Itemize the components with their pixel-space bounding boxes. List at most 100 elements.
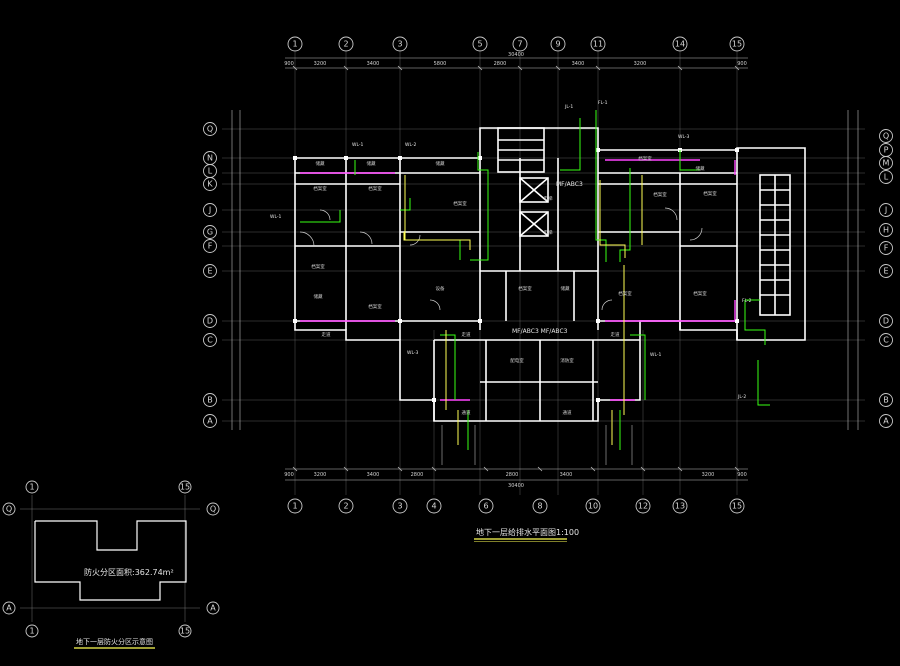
svg-text:档案室: 档案室 [311, 263, 325, 270]
axis-col-bottom-3: 3 [397, 502, 402, 511]
axis-row-left-K: K [207, 180, 213, 189]
inset-outline [34, 520, 187, 601]
room-labels: 储藏 储藏 储藏 档案室 档案室 档案室 档案室 储藏 档案室 设备 档案室 储… [311, 155, 717, 416]
axis-bubbles-left: Q N L K J G F E D C B A [203, 122, 217, 428]
axis-col-bottom-8: 8 [537, 502, 542, 511]
axis-row-left-C: C [207, 336, 213, 345]
axis-row-left-Q: Q [207, 125, 213, 134]
axis-row-right-F: F [884, 244, 889, 253]
svg-text:储藏: 储藏 [367, 160, 376, 167]
center-tag-1: MF/ABC3 [556, 181, 583, 188]
dim-bottom-6: 3200 [702, 472, 715, 478]
dim-top-6: 3200 [634, 61, 647, 67]
axis-col-bottom-6: 6 [483, 502, 488, 511]
svg-text:通道: 通道 [563, 409, 572, 416]
axis-row-right-Q: Q [883, 132, 889, 141]
axis-col-bottom-15: 15 [732, 502, 742, 511]
svg-text:WL-3: WL-3 [407, 350, 419, 356]
svg-text:WL-1: WL-1 [650, 352, 662, 358]
axis-row-left-D: D [207, 317, 213, 326]
svg-text:档案室: 档案室 [453, 200, 467, 207]
axis-col-bottom-4: 4 [431, 502, 436, 511]
inset-diagram: 1 15 1 15 Q A Q A 防火分区面积:362.74m² [2, 480, 220, 638]
dim-bottom-1: 3200 [314, 472, 327, 478]
svg-text:JL-1: JL-1 [564, 104, 573, 110]
dim-top-7: 900 [737, 61, 747, 67]
axis-row-left-F: F [208, 242, 213, 251]
inset-axis-bottom-1: 1 [29, 627, 34, 636]
axis-col-top-2: 2 [343, 40, 348, 49]
axis-row-left-N: N [207, 154, 213, 163]
inset-axis-top-15: 15 [180, 483, 190, 492]
center-annotations: MF/ABC3 MF/ABC3 MF/ABC3 [512, 181, 583, 335]
axis-row-left-B: B [207, 396, 213, 405]
svg-text:档案室: 档案室 [653, 191, 667, 198]
svg-text:电梯: 电梯 [544, 195, 553, 202]
dimension-ticks [292, 65, 740, 472]
axis-col-bottom-1: 1 [292, 502, 297, 511]
axis-col-top-1: 1 [292, 40, 297, 49]
svg-text:档案室: 档案室 [703, 190, 717, 197]
door-swings [299, 207, 703, 311]
dim-top-1: 3200 [314, 61, 327, 67]
dim-bottom-5: 3400 [560, 472, 573, 478]
dim-bottom-7: 900 [737, 472, 747, 478]
axis-row-right-L: L [884, 173, 889, 182]
axis-bubbles-bottom: 1 2 3 4 6 8 10 12 13 15 [287, 498, 745, 514]
dim-text-bottom: 900 3200 3400 2800 2800 3400 3200 900 30… [284, 472, 747, 489]
svg-text:配电室: 配电室 [510, 357, 524, 364]
inset-axis-right-Q: Q [210, 505, 216, 514]
inset-axis-bottom-15: 15 [180, 627, 190, 636]
inset-area-label: 防火分区面积:362.74m² [84, 567, 174, 577]
dim-top-5: 3400 [572, 61, 585, 67]
building-walls [294, 127, 806, 422]
axis-row-right-M: M [883, 159, 890, 168]
bottom-leaders [441, 425, 633, 465]
axis-row-left-E: E [207, 267, 212, 276]
axis-col-top-5: 5 [477, 40, 482, 49]
inset-axis-right-A: A [210, 604, 216, 613]
dim-top-3: 5800 [434, 61, 447, 67]
svg-text:档案室: 档案室 [693, 290, 707, 297]
svg-text:储藏: 储藏 [696, 165, 705, 172]
axis-col-top-11: 11 [593, 40, 603, 49]
svg-text:储藏: 储藏 [436, 160, 445, 167]
axis-col-bottom-12: 12 [638, 502, 648, 511]
axis-col-bottom-2: 2 [343, 502, 348, 511]
svg-text:档案室: 档案室 [618, 290, 632, 297]
svg-text:WL-1: WL-1 [352, 142, 364, 148]
svg-text:走道: 走道 [322, 331, 331, 338]
inset-axis-left-Q: Q [6, 505, 12, 514]
dim-bottom-2: 3400 [367, 472, 380, 478]
axis-row-right-J: J [884, 206, 887, 215]
svg-text:电梯: 电梯 [544, 229, 553, 236]
svg-text:档案室: 档案室 [313, 185, 327, 192]
dim-bottom-4: 2800 [506, 472, 519, 478]
dim-top-0: 900 [284, 61, 294, 67]
axis-col-top-7: 7 [517, 40, 522, 49]
axis-row-right-H: H [883, 226, 889, 235]
axis-row-left-J: J [208, 206, 211, 215]
svg-text:档案室: 档案室 [368, 185, 382, 192]
inset-title: 地下一层防火分区示意图 [76, 637, 153, 646]
axis-grid-lines [222, 52, 865, 495]
pipes-yellow [403, 175, 643, 445]
inset-axis-top-1: 1 [29, 483, 34, 492]
axis-row-right-B: B [883, 396, 889, 405]
svg-text:走道: 走道 [462, 331, 471, 338]
axis-bubbles-right: Q P M L J H F E D C B A [879, 129, 893, 428]
center-tag-2: MF/ABC3 MF/ABC3 [512, 328, 568, 335]
axis-row-left-A: A [207, 417, 213, 426]
svg-text:WL-2: WL-2 [405, 142, 417, 148]
dim-bottom-3: 2800 [411, 472, 424, 478]
dim-top-2: 3400 [367, 61, 380, 67]
svg-text:消防室: 消防室 [560, 357, 574, 364]
axis-row-right-P: P [884, 146, 889, 155]
dim-top-4: 2800 [494, 61, 507, 67]
drawing-title: 地下一层给排水平面图1:100 [476, 527, 579, 537]
svg-text:储藏: 储藏 [314, 293, 323, 300]
axis-col-top-14: 14 [675, 40, 685, 49]
axis-col-top-9: 9 [555, 40, 560, 49]
axis-row-right-D: D [883, 317, 889, 326]
axis-bubbles-top: 1 2 3 5 7 9 11 14 15 [287, 36, 745, 52]
